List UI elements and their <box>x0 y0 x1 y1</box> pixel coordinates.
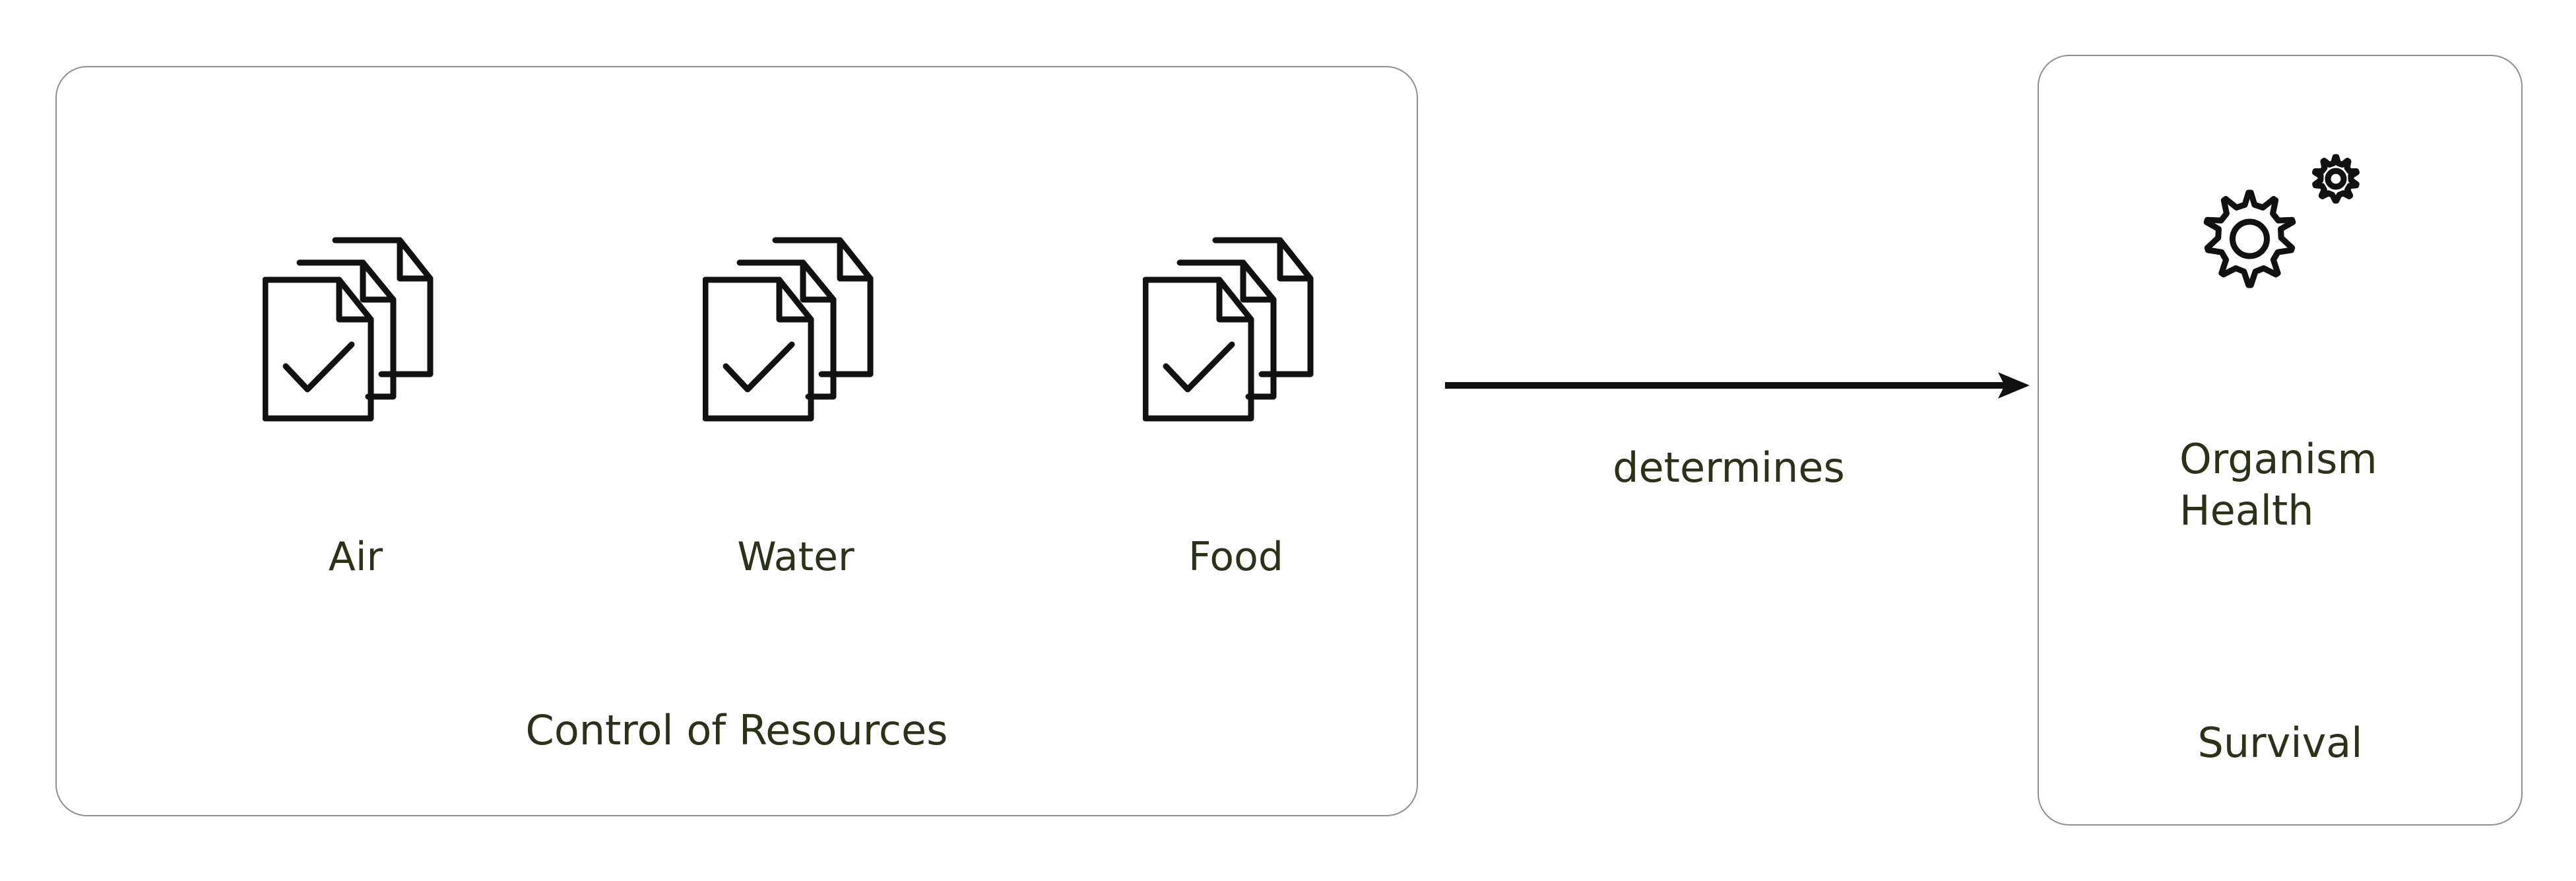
organism-health-label: Organism Health <box>2179 434 2496 537</box>
resource-label: Food <box>1188 534 1283 580</box>
resources-caption: Control of Resources <box>525 706 948 754</box>
survival-caption: Survival <box>2197 719 2363 767</box>
organism-health-line-1: Organism <box>2179 435 2377 483</box>
resource-item-air: Air <box>138 173 573 602</box>
resource-item-water: Water <box>578 173 1014 602</box>
survival-panel: Organism Health Survival <box>2038 55 2523 826</box>
resource-item-food: Food <box>1018 173 1454 602</box>
resource-label: Water <box>737 534 854 580</box>
resources-panel: Air Water <box>55 66 1418 816</box>
relation-label: determines <box>1613 443 1845 492</box>
organism-health-line-2: Health <box>2179 486 2314 535</box>
stacked-documents-check-icon <box>1143 236 1329 428</box>
stacked-documents-check-icon <box>263 236 449 428</box>
right-arrow <box>1445 364 2032 404</box>
gears-icon <box>2185 150 2377 341</box>
resource-label: Air <box>328 534 383 580</box>
stacked-documents-check-icon <box>703 236 889 428</box>
